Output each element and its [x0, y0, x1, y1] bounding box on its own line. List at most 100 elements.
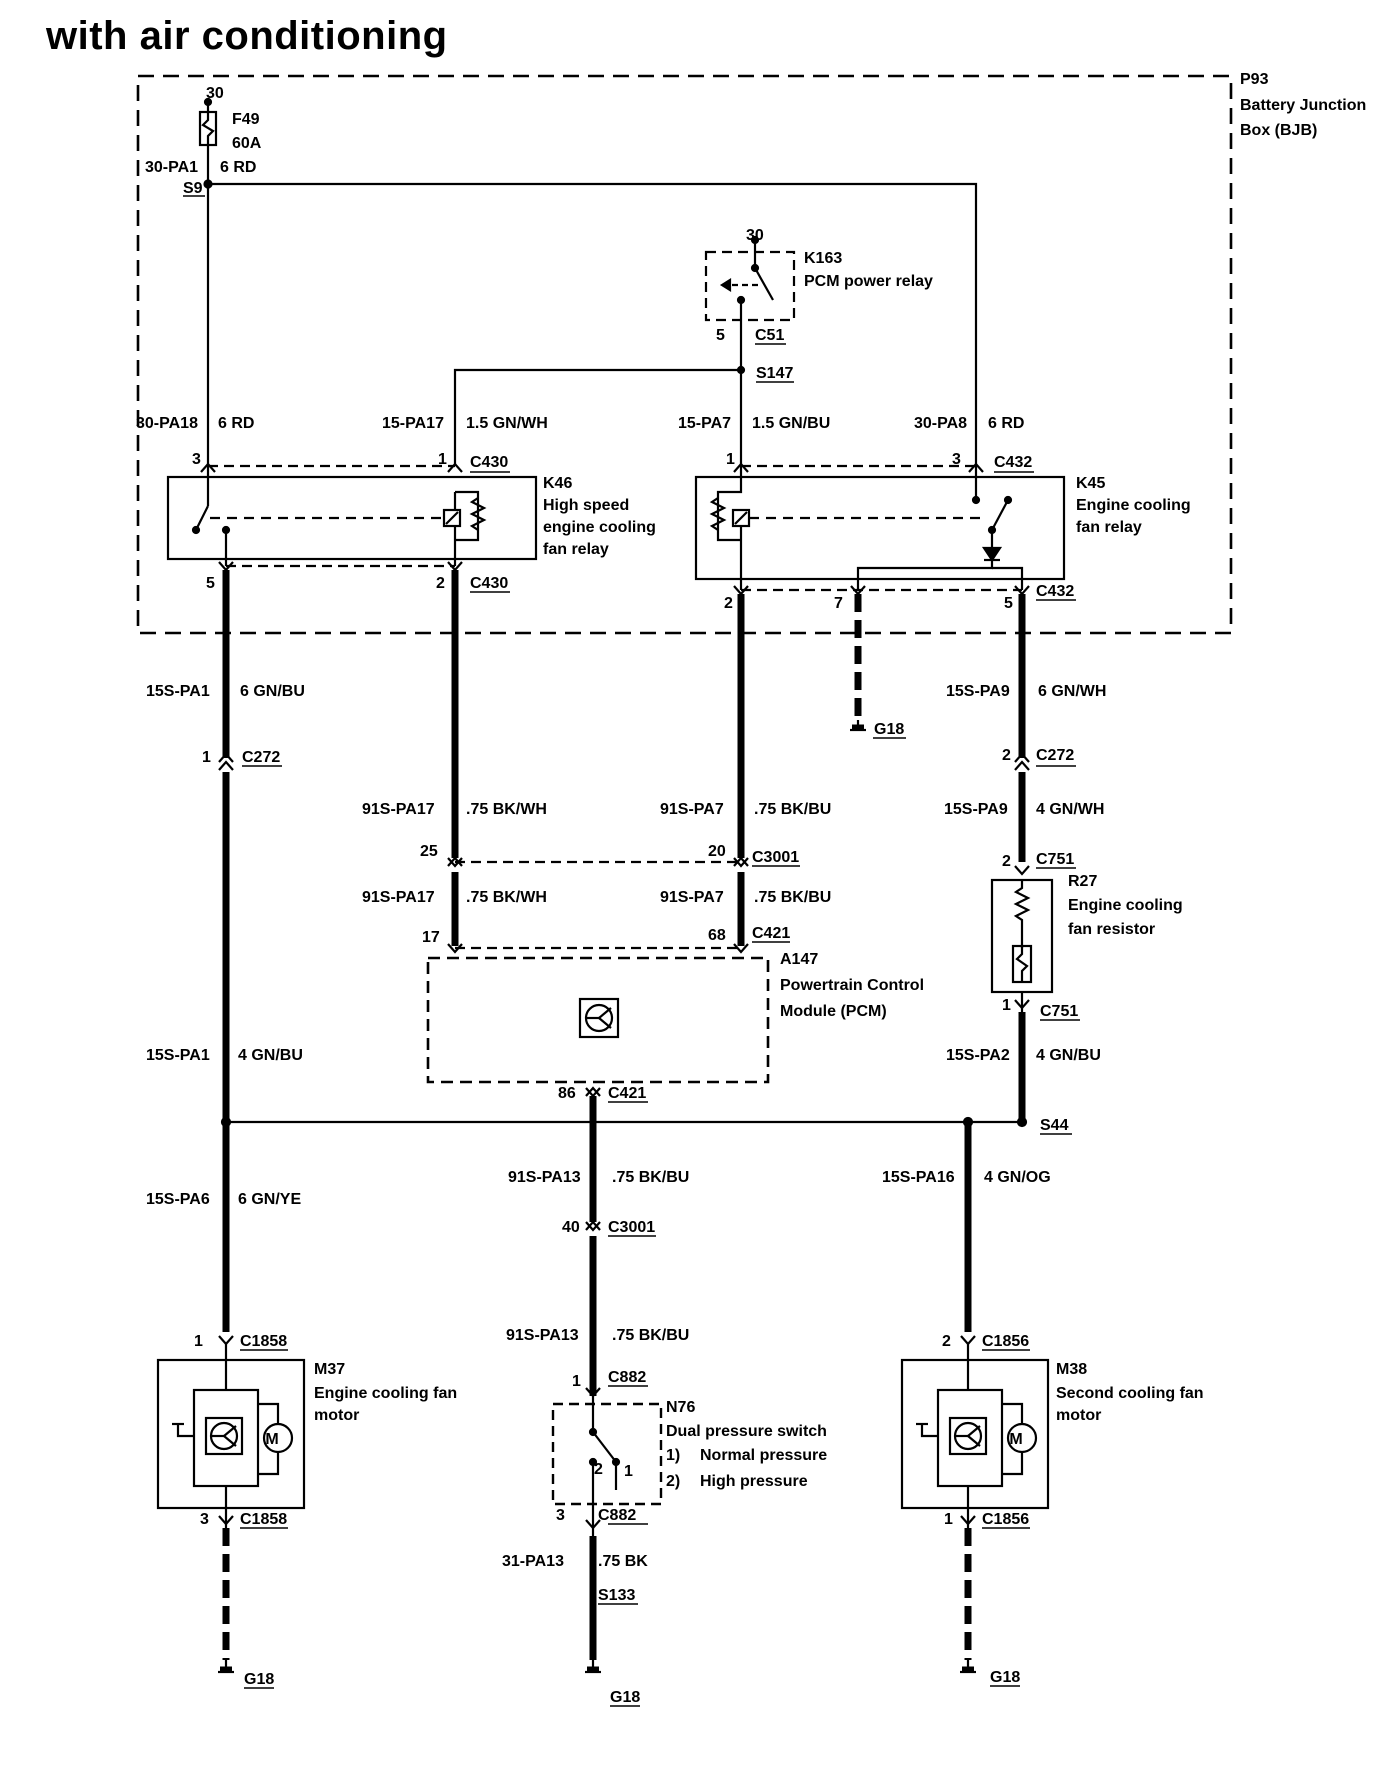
m37-id: M37 — [314, 1361, 345, 1378]
c3001-label-b: C3001 — [608, 1219, 655, 1236]
n76-id: N76 — [666, 1399, 695, 1416]
pcm-id: A147 — [780, 951, 818, 968]
splice-s9-label: S9 — [183, 180, 203, 197]
k46-pin-5: 5 — [206, 575, 215, 592]
r27-name-1: Engine cooling — [1068, 897, 1183, 914]
k45-pin-7: 7 — [834, 595, 843, 612]
splice-s133: S133 — [598, 1587, 635, 1604]
k45-in-circuit-b: 30-PA8 — [914, 415, 967, 432]
splice-s44: S44 — [1040, 1117, 1069, 1134]
w6-size: 6 GN/YE — [238, 1191, 301, 1208]
k46-pin-1: 1 — [438, 451, 447, 468]
m37-name-2: motor — [314, 1407, 359, 1424]
c751-pin-1: 1 — [1002, 997, 1011, 1014]
c751-top: C751 — [1036, 851, 1074, 868]
k45-id: K45 — [1076, 475, 1105, 492]
w16-circuit: 15S-PA16 — [882, 1169, 955, 1186]
n76-contact-1: 1 — [624, 1463, 633, 1480]
k45-pin-5: 5 — [1004, 595, 1013, 612]
c272-left: C272 — [242, 749, 280, 766]
w17b-circuit: 91S-PA17 — [362, 889, 435, 906]
c3001-pin-40: 40 — [562, 1219, 580, 1236]
w1-circuit: 15S-PA1 — [146, 683, 210, 700]
k46-in-circuit-b: 15-PA17 — [382, 415, 444, 432]
fuse-pin: 30 — [206, 85, 224, 102]
bjb-boundary — [136, 74, 1233, 635]
k46-pin-2: 2 — [436, 575, 445, 592]
k163-id: K163 — [804, 250, 842, 267]
pcm-conn-c421: C421 — [608, 1085, 646, 1102]
pcm-pin-86: 86 — [558, 1085, 576, 1102]
w9-size: 6 GN/WH — [1038, 683, 1106, 700]
w13b-circuit: 91S-PA13 — [506, 1327, 579, 1344]
c272-right: C272 — [1036, 747, 1074, 764]
m38-pin-1: 1 — [944, 1511, 953, 1528]
w9b-size: 4 GN/WH — [1036, 801, 1104, 818]
c421-pin-17: 17 — [422, 929, 440, 946]
k46-conn-top: C430 — [470, 454, 508, 471]
ground-g18-mid: G18 — [874, 721, 904, 738]
w6-circuit: 15S-PA6 — [146, 1191, 210, 1208]
fuse-circuit: 30-PA1 — [145, 159, 198, 176]
k46-in-wire-a: 6 RD — [218, 415, 254, 432]
r27-id: R27 — [1068, 873, 1097, 890]
k163-pin-bottom: 5 — [716, 327, 725, 344]
w2-size: 4 GN/BU — [1036, 1047, 1101, 1064]
n76-opt1-num: 1) — [666, 1447, 680, 1464]
r27-name-2: fan resistor — [1068, 921, 1155, 938]
n76-opt2-num: 2) — [666, 1473, 680, 1490]
w1-size: 6 GN/BU — [240, 683, 305, 700]
w7b-size: .75 BK/BU — [754, 889, 831, 906]
diagram-title: with air conditioning — [46, 14, 448, 58]
k46-in-wire-b: 1.5 GN/WH — [466, 415, 548, 432]
n76-pin-1: 1 — [572, 1373, 581, 1390]
k46-name-1: High speed — [543, 497, 629, 514]
m38-pin-2: 2 — [942, 1333, 951, 1350]
m38-name-1: Second cooling fan — [1056, 1385, 1204, 1402]
k163-pin-top: 30 — [746, 227, 764, 244]
m38-name-2: motor — [1056, 1407, 1101, 1424]
pcm-name-1: Powertrain Control — [780, 977, 924, 994]
k46-in-circuit-a: 30-PA18 — [136, 415, 198, 432]
c421-pin-68: 68 — [708, 927, 726, 944]
n76-pin-3: 3 — [556, 1507, 565, 1524]
k45-conn-bottom: C432 — [1036, 583, 1074, 600]
relay-k45 — [694, 475, 1066, 581]
k163-connector: C51 — [755, 327, 784, 344]
n76-contact-2: 2 — [594, 1461, 603, 1478]
w7a-size: .75 BK/BU — [754, 801, 831, 818]
w1b-circuit: 15S-PA1 — [146, 1047, 210, 1064]
pcm-name-2: Module (PCM) — [780, 1003, 887, 1020]
m37-conn-top: C1858 — [240, 1333, 287, 1350]
k45-pin-1: 1 — [726, 451, 735, 468]
n76-name: Dual pressure switch — [666, 1423, 827, 1440]
relay-k46 — [166, 475, 538, 561]
motor-m38 — [900, 1358, 1050, 1510]
m37-motor-letter: M — [265, 1431, 278, 1448]
m38-ground: G18 — [990, 1669, 1020, 1686]
w13-circuit: 91S-PA13 — [508, 1169, 581, 1186]
c421-label: C421 — [752, 925, 790, 942]
n76-ground: G18 — [610, 1689, 640, 1706]
c751-pin-2: 2 — [1002, 853, 1011, 870]
k45-in-wire-a: 1.5 GN/BU — [752, 415, 830, 432]
k46-id: K46 — [543, 475, 572, 492]
c751-bottom: C751 — [1040, 1003, 1078, 1020]
w16-size: 4 GN/OG — [984, 1169, 1051, 1186]
k45-name-2: fan relay — [1076, 519, 1142, 536]
n76-gnd-size: .75 BK — [598, 1553, 648, 1570]
m37-conn-bottom: C1858 — [240, 1511, 287, 1528]
m38-conn-top: C1856 — [982, 1333, 1029, 1350]
bjb-id: P93 — [1240, 71, 1269, 88]
n76-conn-bottom: C882 — [598, 1507, 636, 1524]
k45-name-1: Engine cooling — [1076, 497, 1191, 514]
k46-name-3: fan relay — [543, 541, 609, 558]
w9-circuit: 15S-PA9 — [946, 683, 1010, 700]
switch-n76 — [551, 1402, 663, 1506]
w1b-size: 4 GN/BU — [238, 1047, 303, 1064]
c3001-label: C3001 — [752, 849, 799, 866]
m37-pin-1: 1 — [194, 1333, 203, 1350]
splice-s147: S147 — [756, 365, 793, 382]
